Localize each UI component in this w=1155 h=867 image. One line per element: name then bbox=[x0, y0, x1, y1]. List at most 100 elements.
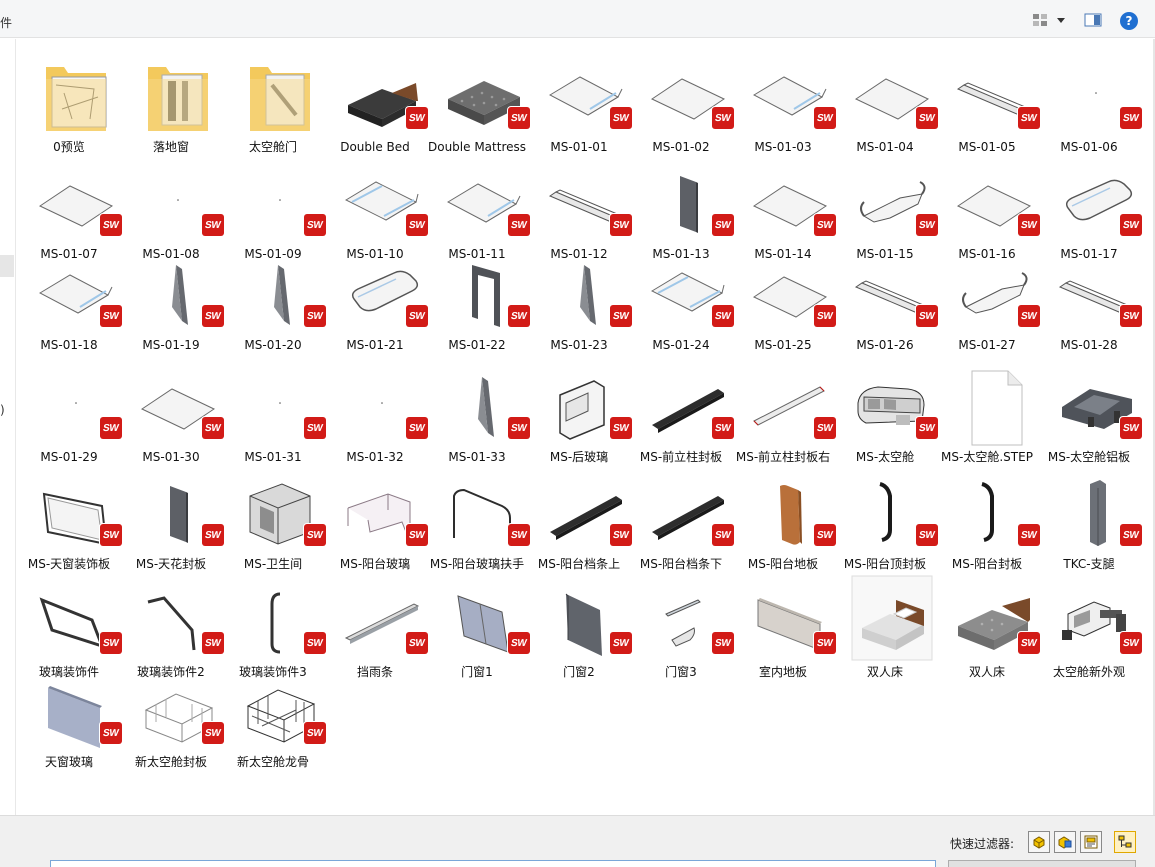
file-thumbnail bbox=[136, 359, 220, 447]
file-thumbnail bbox=[238, 156, 322, 244]
solidworks-icon: SW bbox=[916, 417, 938, 439]
file-name: 玻璃装饰件2 bbox=[137, 665, 205, 679]
file-name: MS-阳台地板 bbox=[747, 557, 819, 571]
file-name: MS-01-11 bbox=[448, 247, 506, 261]
file-name: MS-01-29 bbox=[40, 450, 98, 464]
solidworks-icon: SW bbox=[100, 722, 122, 744]
vertical-scrollbar[interactable] bbox=[1153, 39, 1155, 815]
solidworks-icon: SW bbox=[712, 524, 734, 546]
solidworks-icon: SW bbox=[610, 417, 632, 439]
solidworks-icon: SW bbox=[406, 417, 428, 439]
solidworks-icon: SW bbox=[202, 417, 224, 439]
file-name: 新太空舱龙骨 bbox=[236, 755, 309, 769]
solidworks-icon: SW bbox=[304, 524, 326, 546]
file-thumbnail bbox=[850, 156, 934, 244]
file-thumbnail bbox=[850, 49, 934, 137]
file-name: 天窗玻璃 bbox=[44, 755, 93, 769]
file-name: MS-01-17 bbox=[1060, 247, 1118, 261]
solidworks-icon: SW bbox=[304, 417, 326, 439]
view-grid-icon[interactable] bbox=[1030, 10, 1050, 30]
file-name: TKC-支腿 bbox=[1063, 557, 1115, 571]
file-thumbnail bbox=[646, 156, 730, 244]
file-thumbnail bbox=[340, 247, 424, 335]
file-thumbnail bbox=[748, 247, 832, 335]
file-name: MS-01-26 bbox=[856, 338, 914, 352]
solidworks-icon: SW bbox=[100, 417, 122, 439]
solidworks-icon: SW bbox=[304, 214, 326, 236]
file-name: 0预览 bbox=[53, 140, 85, 154]
file-thumbnail bbox=[952, 574, 1036, 662]
solidworks-icon: SW bbox=[304, 722, 326, 744]
file-name: MS-后玻璃 bbox=[549, 450, 609, 464]
file-thumbnail bbox=[340, 359, 424, 447]
solidworks-icon: SW bbox=[916, 305, 938, 327]
file-name: MS-01-32 bbox=[346, 450, 404, 464]
file-name: MS-阳台档条下 bbox=[639, 557, 723, 571]
solidworks-icon: SW bbox=[814, 214, 836, 236]
filename-input[interactable] bbox=[50, 860, 936, 867]
file-name: MS-01-14 bbox=[754, 247, 812, 261]
file-thumbnail bbox=[952, 466, 1036, 554]
toolbar: 件 ? bbox=[0, 0, 1155, 38]
file-thumbnail bbox=[238, 574, 322, 662]
file-thumbnail bbox=[136, 574, 220, 662]
filter-drawing-icon[interactable] bbox=[1080, 831, 1102, 853]
file-thumbnail bbox=[1054, 359, 1138, 447]
file-thumbnail bbox=[850, 466, 934, 554]
file-name: 玻璃装饰件3 bbox=[239, 665, 307, 679]
solidworks-icon: SW bbox=[712, 632, 734, 654]
solidworks-icon: SW bbox=[304, 305, 326, 327]
file-name: MS-01-30 bbox=[142, 450, 200, 464]
filter-part-icon[interactable] bbox=[1028, 831, 1050, 853]
solidworks-icon: SW bbox=[202, 722, 224, 744]
filter-top-level-icon[interactable] bbox=[1114, 831, 1136, 853]
file-thumbnail bbox=[340, 466, 424, 554]
solidworks-icon: SW bbox=[1120, 632, 1142, 654]
solidworks-icon: SW bbox=[406, 632, 428, 654]
file-thumbnail bbox=[238, 466, 322, 554]
file-name: 落地窗 bbox=[152, 140, 189, 154]
help-button[interactable]: ? bbox=[1120, 12, 1138, 30]
solidworks-icon: SW bbox=[100, 305, 122, 327]
filter-assembly-icon[interactable] bbox=[1054, 831, 1076, 853]
file-thumbnail bbox=[1054, 466, 1138, 554]
quick-filter-label: 快速过滤器: bbox=[950, 837, 1015, 851]
file-name: MS-01-02 bbox=[652, 140, 710, 154]
nav-selected-item[interactable] bbox=[0, 255, 14, 277]
file-name: MS-01-04 bbox=[856, 140, 914, 154]
solidworks-icon: SW bbox=[610, 524, 632, 546]
file-name: MS-01-33 bbox=[448, 450, 506, 464]
preview-pane-icon[interactable] bbox=[1083, 10, 1103, 30]
file-thumbnail bbox=[442, 466, 526, 554]
solidworks-icon: SW bbox=[610, 632, 632, 654]
file-name: MS-01-19 bbox=[142, 338, 200, 352]
open-button[interactable] bbox=[948, 860, 1136, 867]
file-name: 玻璃装饰件 bbox=[38, 665, 99, 679]
file-thumbnail bbox=[544, 466, 628, 554]
file-thumbnail bbox=[544, 574, 628, 662]
solidworks-icon: SW bbox=[712, 107, 734, 129]
file-name: MS-01-01 bbox=[550, 140, 608, 154]
navigation-pane[interactable]: ) bbox=[0, 39, 16, 815]
file-name: MS-阳台顶封板 bbox=[843, 557, 927, 571]
file-name: MS-01-24 bbox=[652, 338, 710, 352]
solidworks-icon: SW bbox=[100, 524, 122, 546]
file-name: MS-01-13 bbox=[652, 247, 710, 261]
file-thumbnail bbox=[34, 247, 118, 335]
solidworks-icon: SW bbox=[610, 214, 632, 236]
solidworks-icon: SW bbox=[1120, 305, 1142, 327]
file-thumbnail bbox=[748, 466, 832, 554]
file-name: MS-01-03 bbox=[754, 140, 812, 154]
solidworks-icon: SW bbox=[1018, 107, 1040, 129]
caret-down-icon[interactable] bbox=[1051, 10, 1071, 30]
file-thumbnail bbox=[34, 156, 118, 244]
file-name: 双人床 bbox=[866, 665, 903, 679]
file-thumbnail bbox=[850, 574, 934, 662]
file-thumbnail bbox=[34, 664, 118, 752]
solidworks-icon: SW bbox=[712, 417, 734, 439]
solidworks-icon: SW bbox=[610, 107, 632, 129]
file-name: 门窗1 bbox=[461, 665, 493, 679]
file-name: 新太空舱封板 bbox=[134, 755, 207, 769]
solidworks-icon: SW bbox=[712, 214, 734, 236]
